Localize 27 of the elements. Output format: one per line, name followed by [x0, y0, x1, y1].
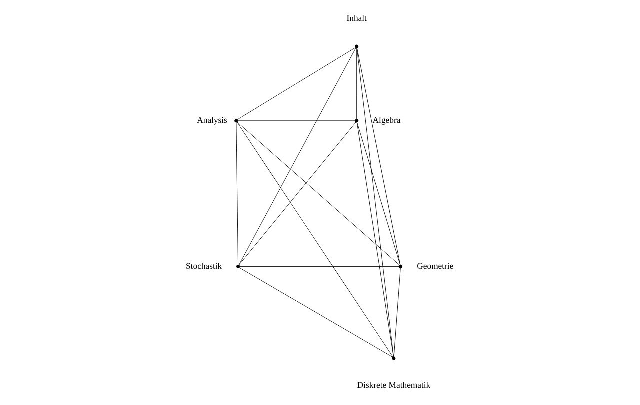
- node-label: Inhalt: [346, 13, 367, 24]
- connector: [356, 122, 401, 266]
- connector: [394, 268, 401, 358]
- connector: [237, 122, 400, 266]
- connector: [237, 122, 394, 358]
- connector: [238, 48, 356, 266]
- connector: [356, 48, 401, 266]
- node-label: Analysis: [197, 115, 228, 126]
- node-label: Diskrete Mathematik: [357, 380, 431, 390]
- connector: [356, 48, 358, 120]
- node-circle: [398, 264, 403, 268]
- connector: [356, 48, 394, 358]
- node-label: Geometrie: [417, 260, 454, 271]
- node-circle: [355, 44, 359, 48]
- connector: [237, 48, 356, 120]
- node-label: Algebra: [372, 115, 401, 126]
- connector: [240, 266, 400, 267]
- connector: [238, 122, 356, 266]
- node-label: Stochastik: [186, 260, 222, 271]
- connector: [239, 268, 393, 358]
- node-circle: [234, 119, 238, 123]
- node-circle: [392, 356, 396, 360]
- connector: [356, 122, 394, 358]
- connector: [238, 120, 356, 122]
- connector: [236, 122, 239, 266]
- node-circle: [236, 264, 240, 268]
- node-circle: [355, 119, 359, 123]
